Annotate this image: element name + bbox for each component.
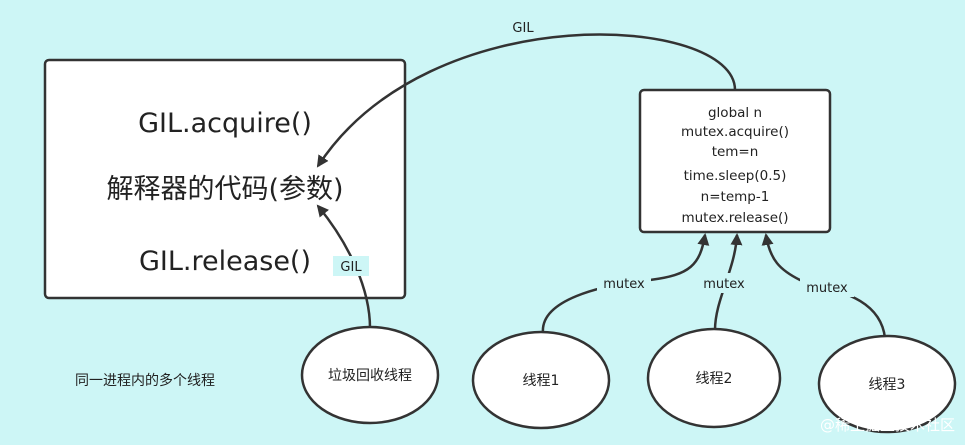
code-line-3: tem=n: [712, 144, 759, 160]
edge-label-gil-top: GIL: [512, 21, 534, 36]
edge-label-mutex-1: mutex: [603, 277, 645, 292]
code-line-5: n=temp-1: [701, 189, 770, 205]
edge-label-gil-gc: GIL: [340, 260, 362, 275]
gil-acquire-text: GIL.acquire(): [138, 108, 312, 139]
caption: 同一进程内的多个线程: [75, 372, 215, 389]
node-gc-thread: 垃圾回收线程: [300, 325, 440, 425]
node-label-t3: 线程3: [869, 377, 906, 393]
node-thread-1: 线程1: [471, 330, 611, 430]
edge-label-mutex-2: mutex: [703, 277, 745, 292]
gil-release-text: GIL.release(): [139, 246, 311, 277]
watermark: @稀土掘金技术社区: [820, 416, 955, 434]
node-label-t1: 线程1: [523, 373, 560, 389]
interpreter-box: GIL.acquire() 解释器的代码(参数) GIL.release(): [43, 58, 407, 300]
node-thread-2: 线程2: [646, 327, 782, 429]
edge-mutex-3: mutex: [761, 233, 887, 339]
edge-label-mutex-3: mutex: [806, 281, 848, 296]
edge-gil-top: GIL: [316, 17, 737, 168]
code-line-4: time.sleep(0.5): [684, 168, 787, 184]
edge-gil-gc: GIL: [316, 204, 372, 329]
code-line-1: global n: [708, 105, 762, 121]
interpreter-code-text: 解释器的代码(参数): [106, 174, 343, 205]
code-box: global n mutex.acquire() tem=n time.slee…: [638, 88, 832, 234]
node-label-gc: 垃圾回收线程: [328, 368, 412, 384]
code-line-6: mutex.release(): [681, 210, 788, 226]
code-line-2: mutex.acquire(): [681, 124, 789, 140]
node-label-t2: 线程2: [696, 371, 733, 387]
edge-mutex-2: mutex: [697, 233, 751, 331]
edge-mutex-1: mutex: [541, 233, 710, 334]
node-thread-3: 线程3: [817, 334, 957, 434]
